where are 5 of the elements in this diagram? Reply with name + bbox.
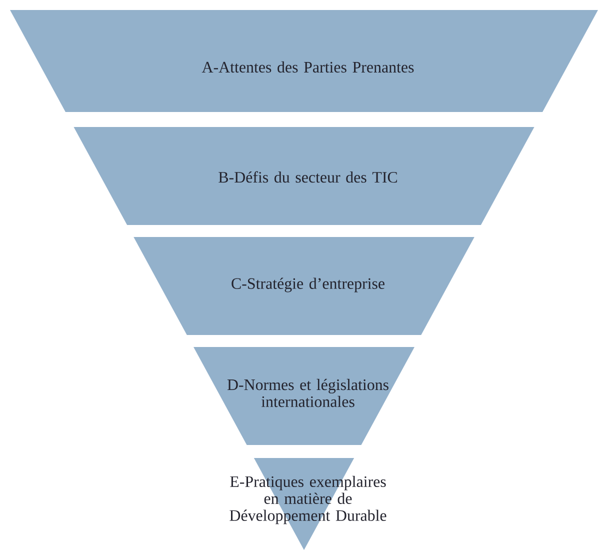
funnel-band: E-Pratiques exemplaires en matière de Développement Durable <box>230 458 386 550</box>
funnel-band: C-Stratégie d’entreprise <box>134 236 474 335</box>
funnel-band: D-Normes et législations internationales <box>194 346 414 445</box>
funnel-band: B-Défis du secteur des TIC <box>74 126 534 225</box>
funnel-band: A-Attentes des Parties Prenantes <box>10 10 598 112</box>
